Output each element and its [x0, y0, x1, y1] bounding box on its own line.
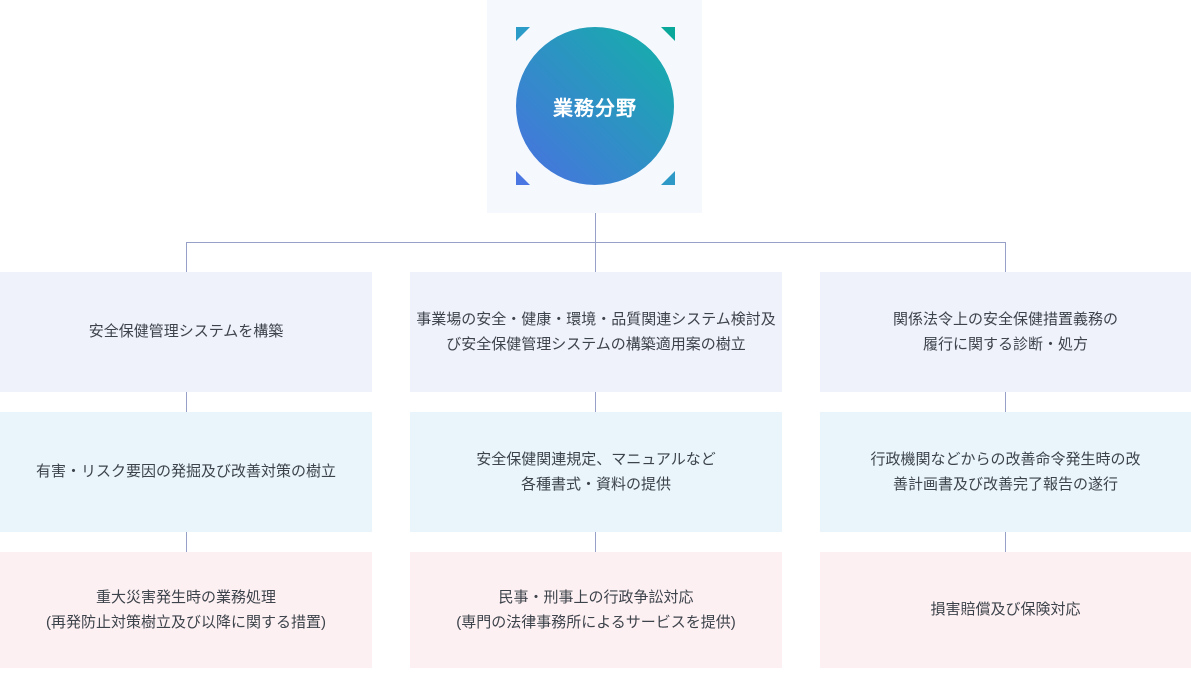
- connector-col1-row1-row2: [186, 392, 187, 412]
- connector-col3-row1-row2: [1005, 392, 1006, 412]
- service-box-col2-row2: 安全保健関連規定、マニュアルなど 各種書式・資料の提供: [410, 412, 782, 532]
- hub-panel: 業務分野: [487, 0, 702, 213]
- connector-drop-left: [186, 243, 187, 272]
- corner-bracket-top-left-icon: [516, 27, 530, 41]
- connector-col1-row2-row3: [186, 532, 187, 552]
- corner-bracket-bottom-left-icon: [516, 171, 530, 185]
- service-box-col1-row1: 安全保健管理システムを構築: [0, 272, 372, 392]
- hub-circle: 業務分野: [516, 27, 674, 185]
- service-box-col2-row1: 事業場の安全・健康・環境・品質関連システム検討及 び安全保健管理システムの構築適…: [410, 272, 782, 392]
- hub-title: 業務分野: [553, 97, 637, 120]
- service-box-col1-row2: 有害・リスク要因の発掘及び改善対策の樹立: [0, 412, 372, 532]
- connector-horizontal: [186, 242, 1006, 243]
- service-box-col2-row3: 民事・刑事上の行政争訟対応 (専門の法律事務所によるサービスを提供): [410, 552, 782, 668]
- service-box-col1-row3: 重大災害発生時の業務処理 (再発防止対策樹立及び以降に関する措置): [0, 552, 372, 668]
- corner-bracket-top-right-icon: [661, 27, 675, 41]
- connector-col2-row1-row2: [595, 392, 596, 412]
- service-box-col3-row1: 関係法令上の安全保健措置義務の 履行に関する診断・処方: [820, 272, 1191, 392]
- connector-drop-right: [1005, 243, 1006, 272]
- corner-bracket-bottom-right-icon: [661, 171, 675, 185]
- service-box-col3-row3: 損害賠償及び保険対応: [820, 552, 1191, 668]
- connector-col3-row2-row3: [1005, 532, 1006, 552]
- connector-col2-row2-row3: [595, 532, 596, 552]
- service-box-col3-row2: 行政機関などからの改善命令発生時の改 善計画書及び改善完了報告の遂行: [820, 412, 1191, 532]
